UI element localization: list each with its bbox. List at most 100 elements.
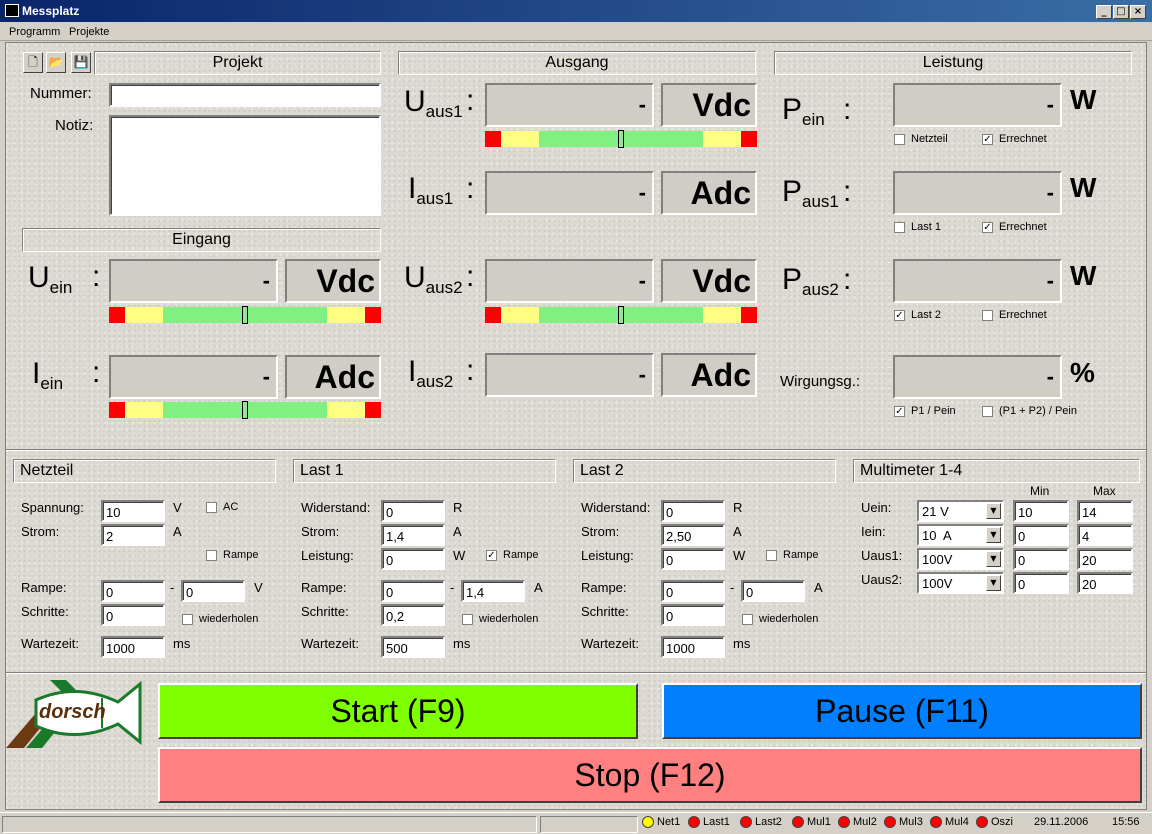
last2-rampe-to-input[interactable]: 0	[741, 580, 805, 602]
netzteil-strom-input[interactable]: 2	[101, 524, 165, 546]
multimeter-max-input[interactable]: 14	[1077, 500, 1133, 522]
notiz-textarea[interactable]	[109, 115, 381, 216]
paus2-symbol: Paus2	[782, 263, 839, 299]
netzteil-rampe-from-input[interactable]: 0	[101, 580, 165, 602]
multimeter-min-input[interactable]: 0	[1013, 524, 1069, 546]
netzteil-rampe-to-input[interactable]: 0	[181, 580, 245, 602]
wirkungsgrad-value-display: -	[893, 355, 1062, 399]
iein-level-bar	[109, 401, 381, 419]
multimeter-max-input[interactable]: 20	[1077, 548, 1133, 570]
start-button[interactable]: Start (F9)	[158, 683, 638, 739]
last2-strom-input[interactable]: 2,50	[661, 524, 725, 546]
last1-leistung-unit: W	[453, 548, 466, 563]
paus2-errechnet-checkbox[interactable]: Errechnet	[982, 309, 1047, 321]
close-button[interactable]: ×	[1130, 5, 1146, 19]
dorsch-logo: dorsch	[6, 676, 144, 750]
dropdown-arrow-icon[interactable]: ▼	[986, 575, 1001, 591]
checkbox-box[interactable]	[894, 133, 905, 145]
checkbox-box[interactable]	[982, 309, 993, 321]
last1-rampe-to-input[interactable]: 1,4	[461, 580, 525, 602]
paus2-last2-checkbox[interactable]: ✓Last 2	[894, 309, 941, 321]
nummer-input[interactable]	[109, 83, 381, 107]
multimeter-min-input[interactable]: 10	[1013, 500, 1069, 522]
netzteil-rampe-checkbox[interactable]: Rampe	[206, 549, 258, 561]
status-indicator-label: Mul2	[853, 816, 877, 828]
netzteil-wiederholen-checkbox[interactable]: wiederholen	[182, 613, 258, 625]
pein-unit: W	[1070, 84, 1097, 115]
last2-schritte-input[interactable]: 0	[661, 604, 725, 626]
checkbox-box[interactable]	[206, 501, 217, 513]
last1-strom-input[interactable]: 1,4	[381, 524, 445, 546]
paus1-errechnet-checkbox[interactable]: ✓Errechnet	[982, 221, 1047, 233]
checkbox-box[interactable]	[182, 613, 193, 625]
status-bar	[0, 812, 1152, 834]
menu-projekte[interactable]: Projekte	[69, 26, 110, 38]
uaus1-colon: :	[466, 84, 475, 117]
last2-leistung-input[interactable]: 0	[661, 548, 725, 570]
stop-button[interactable]: Stop (F12)	[158, 747, 1142, 803]
netzteil-wartezeit-input[interactable]: 1000	[101, 636, 165, 658]
open-folder-icon[interactable]: 📂	[46, 52, 66, 73]
app-icon[interactable]	[5, 4, 19, 17]
last1-rampe-checkbox[interactable]: ✓Rampe	[486, 549, 539, 561]
checkbox-box[interactable]: ✓	[982, 221, 993, 233]
last1-leistung-label: Leistung:	[301, 548, 354, 563]
last1-rampe-from-input[interactable]: 0	[381, 580, 445, 602]
last1-rampe-unit: A	[534, 580, 543, 595]
dropdown-arrow-icon[interactable]: ▼	[986, 527, 1001, 543]
wirk-p1-checkbox[interactable]: ✓P1 / Pein	[894, 405, 956, 417]
last1-widerstand-input[interactable]: 0	[381, 500, 445, 522]
multimeter-range-select[interactable]: 100V▼	[917, 548, 1004, 570]
status-indicator-last1: Last1	[688, 816, 730, 828]
pein-errechnet-checkbox[interactable]: ✓Errechnet	[982, 133, 1047, 145]
last1-wartezeit-input[interactable]: 500	[381, 636, 445, 658]
last2-rampe-dash: -	[730, 580, 735, 595]
last2-widerstand-input[interactable]: 0	[661, 500, 725, 522]
netzteil-rampe-unit: V	[254, 580, 263, 595]
uaus2-unit: Vdc	[661, 259, 757, 303]
last2-rampe-from-input[interactable]: 0	[661, 580, 725, 602]
dropdown-arrow-icon[interactable]: ▼	[986, 503, 1001, 519]
multimeter-min-input[interactable]: 0	[1013, 572, 1069, 594]
save-disk-icon[interactable]: 💾	[71, 52, 91, 73]
multimeter-range-select[interactable]: 10 A▼	[917, 524, 1004, 546]
last2-wiederholen-checkbox[interactable]: wiederholen	[742, 613, 818, 625]
multimeter-max-input[interactable]: 20	[1077, 572, 1133, 594]
checkbox-box[interactable]: ✓	[982, 133, 993, 145]
last2-rampe-checkbox[interactable]: Rampe	[766, 549, 818, 561]
netzteil-ac-checkbox[interactable]: AC	[206, 501, 238, 513]
checkbox-box[interactable]	[742, 613, 753, 625]
pein-netzteil-checkbox[interactable]: Netzteil	[894, 133, 948, 145]
netzteil-schritte-input[interactable]: 0	[101, 604, 165, 626]
title-bar[interactable]: Messplatz _ □ ×	[0, 0, 1152, 22]
last2-wartezeit-input[interactable]: 1000	[661, 636, 725, 658]
multimeter-min-input[interactable]: 0	[1013, 548, 1069, 570]
maximize-button[interactable]: □	[1113, 5, 1129, 19]
checkbox-box[interactable]: ✓	[894, 405, 905, 417]
checkbox-box[interactable]	[766, 549, 777, 561]
dropdown-arrow-icon[interactable]: ▼	[986, 551, 1001, 567]
netzteil-spannung-label: Spannung:	[21, 500, 84, 515]
checkbox-box[interactable]: ✓	[486, 549, 497, 561]
netzteil-wartezeit-unit: ms	[173, 636, 191, 651]
last1-leistung-input[interactable]: 0	[381, 548, 445, 570]
multimeter-range-select[interactable]: 21 V▼	[917, 500, 1004, 522]
checkbox-box[interactable]	[206, 549, 217, 561]
last1-wiederholen-checkbox[interactable]: wiederholen	[462, 613, 538, 625]
new-file-icon[interactable]: 🗋	[23, 52, 43, 73]
checkbox-box[interactable]	[894, 221, 905, 233]
checkbox-box[interactable]	[982, 405, 993, 417]
checkbox-box[interactable]	[462, 613, 473, 625]
netzteil-spannung-input[interactable]: 10	[101, 500, 165, 522]
netzteil-rampe-dash: -	[170, 580, 175, 595]
last1-schritte-input[interactable]: 0,2	[381, 604, 445, 626]
multimeter-max-input[interactable]: 4	[1077, 524, 1133, 546]
wirk-p1p2-checkbox[interactable]: (P1 + P2) / Pein	[982, 405, 1077, 417]
pause-button[interactable]: Pause (F11)	[662, 683, 1142, 739]
checkbox-box[interactable]: ✓	[894, 309, 905, 321]
multimeter-range-select[interactable]: 100V▼	[917, 572, 1004, 594]
uaus1-value-display: -	[485, 83, 654, 127]
paus1-last1-checkbox[interactable]: Last 1	[894, 221, 941, 233]
menu-programm[interactable]: Programm	[9, 26, 61, 38]
minimize-button[interactable]: _	[1096, 5, 1112, 19]
